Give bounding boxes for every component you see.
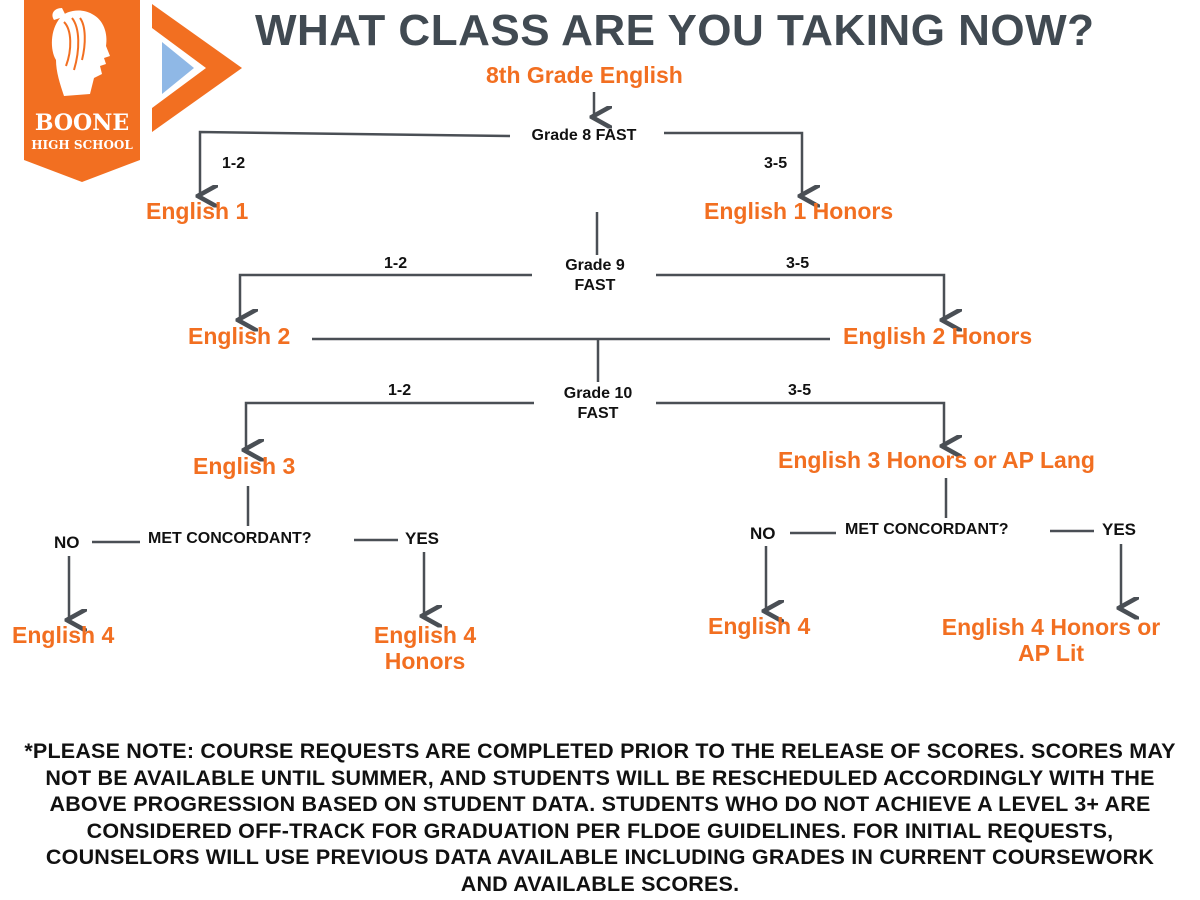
english4-honors-line2: Honors (384, 648, 466, 674)
met-concordant-right: MET CONCORDANT? (845, 521, 1009, 538)
node-english-1-honors: English 1 Honors (704, 198, 894, 224)
node-english-1: English 1 (146, 198, 249, 224)
node-english-4-left: English 4 (12, 622, 115, 648)
node-english-4-right: English 4 (708, 613, 811, 639)
label-yes-right: YES (1102, 520, 1137, 539)
score-low-2: 1-2 (384, 255, 408, 272)
grade10-line1: Grade 10 (563, 385, 633, 402)
node-english-4-honors-ap-lit: English 4 Honors or AP Lit (926, 614, 1176, 666)
node-english-3: English 3 (193, 453, 296, 479)
node-grade8-fast: Grade 8 FAST (531, 127, 637, 144)
logo-text-high-school: HIGH SCHOOL (31, 138, 133, 152)
grade10-line2: FAST (577, 405, 619, 422)
score-high-1: 3-5 (764, 155, 788, 172)
node-grade9-fast: Grade 9 FAST (540, 256, 650, 296)
arrow-test2-low (240, 273, 532, 320)
grade9-line2: FAST (574, 277, 616, 294)
node-english-2: English 2 (188, 323, 291, 349)
arrow-test3-high (656, 401, 944, 446)
please-note: *PLEASE NOTE: COURSE REQUESTS ARE COMPLE… (24, 739, 1176, 896)
page-title: WHAT CLASS ARE YOU TAKING NOW? (255, 6, 1095, 55)
arrow-test1-high (664, 131, 802, 196)
score-low-1: 1-2 (222, 155, 246, 172)
label-no-right: NO (750, 524, 776, 543)
label-yes-left: YES (405, 529, 440, 548)
grade9-line1: Grade 9 (565, 257, 625, 274)
english4-honors-ap-line2: AP Lit (1017, 640, 1085, 666)
school-logo: BOONE HIGH SCHOOL (20, 0, 250, 190)
node-english-4-honors: English 4 Honors (360, 622, 490, 674)
score-high-3: 3-5 (788, 382, 812, 399)
node-grade10-fast: Grade 10 FAST (540, 384, 656, 424)
logo-chevron (152, 4, 242, 132)
score-high-2: 3-5 (786, 255, 810, 272)
arrow-test1-low (200, 130, 511, 196)
warrior-head-icon (51, 8, 110, 96)
english4-honors-line1: English 4 (373, 622, 477, 648)
arrow-test2-high (656, 273, 944, 320)
label-no-left: NO (54, 533, 80, 552)
met-concordant-left: MET CONCORDANT? (148, 530, 312, 547)
logo-triangle (162, 42, 194, 94)
node-english-3-honors-ap-lang: English 3 Honors or AP Lang (778, 447, 1095, 473)
node-english-2-honors: English 2 Honors (843, 323, 1033, 349)
arrow-test3-low (246, 401, 534, 450)
score-low-3: 1-2 (388, 382, 412, 399)
english4-honors-ap-line1: English 4 Honors or (941, 614, 1161, 640)
node-8th-grade-english: 8th Grade English (486, 62, 683, 88)
logo-text-boone: BOONE (35, 110, 129, 136)
